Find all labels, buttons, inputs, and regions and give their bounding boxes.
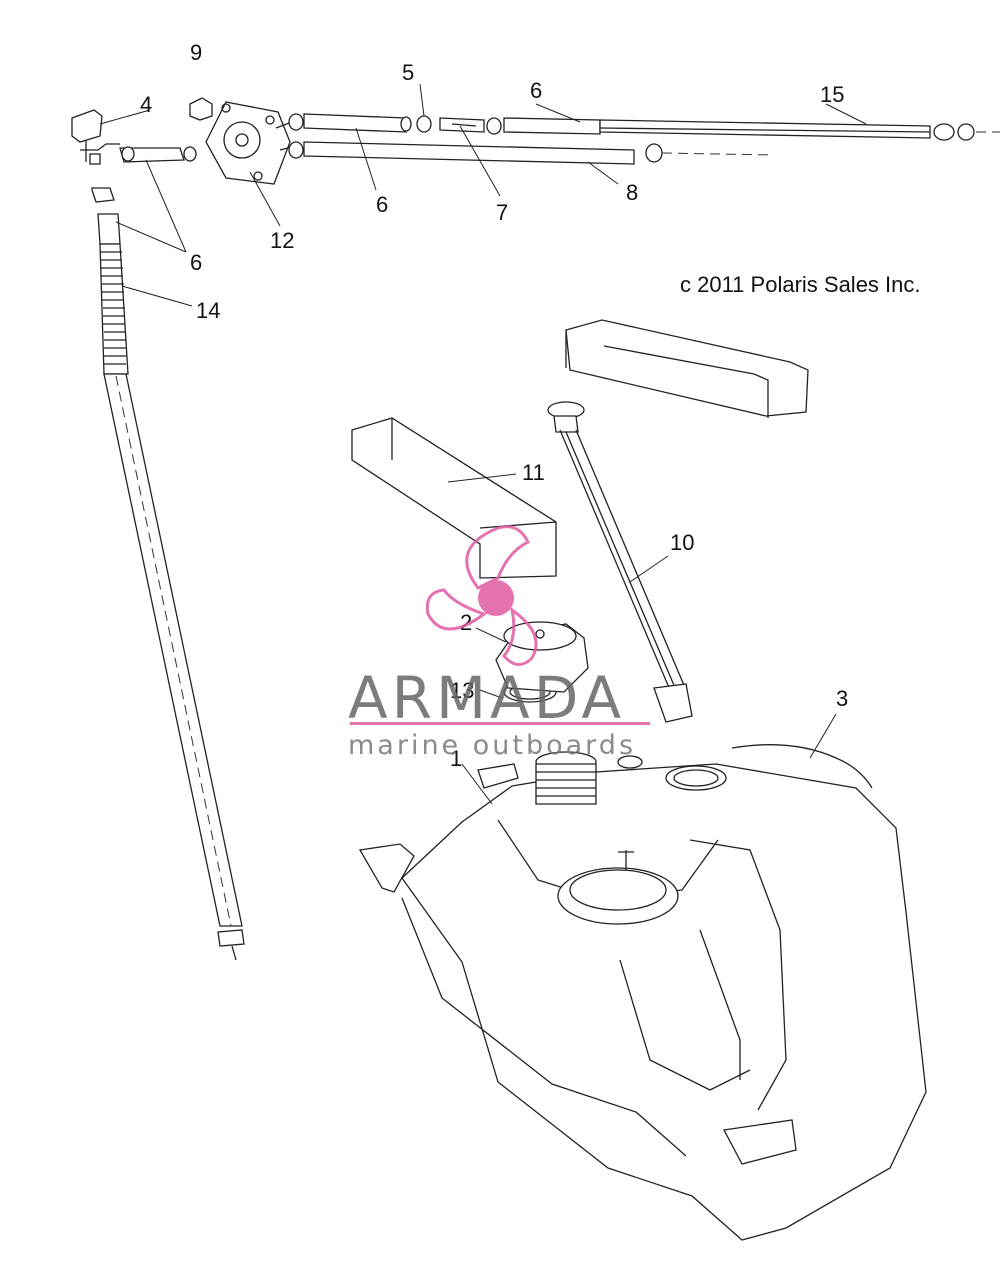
callout-4: 4: [140, 92, 152, 117]
armada-watermark: ARMADA marine outboards: [348, 525, 650, 761]
callout-6-mid: 6: [376, 192, 388, 217]
callout-15: 15: [820, 82, 844, 107]
callout-13: 13: [450, 678, 474, 703]
callout-9: 9: [190, 40, 202, 65]
fuel-tank: [358, 751, 927, 1241]
callout-8: 8: [626, 180, 638, 205]
leader-lines: [99, 83, 867, 805]
fuel-sender: [547, 401, 693, 723]
callout-12: 12: [270, 228, 294, 253]
callout-10: 10: [670, 530, 694, 555]
callout-5: 5: [402, 60, 414, 85]
watermark-brand: ARMADA: [348, 664, 625, 732]
callout-6-top: 6: [530, 78, 542, 103]
vent-hose: [97, 213, 245, 961]
callout-7: 7: [496, 200, 508, 225]
brace-rod: [731, 744, 873, 789]
propeller-logo-icon: [425, 525, 538, 666]
fuel-line-assembly: [71, 97, 1000, 203]
callout-11: 11: [522, 460, 545, 485]
watermark-tagline: marine outboards: [348, 730, 636, 761]
callout-1: 1: [450, 746, 462, 771]
copyright-notice: c 2011 Polaris Sales Inc.: [680, 272, 921, 297]
fuel-cap: [495, 621, 589, 703]
foam-pads: [351, 319, 809, 579]
callout-14: 14: [196, 298, 220, 323]
callout-3: 3: [836, 686, 848, 711]
callout-labels: 1 2 3 4 5 6 6 6 7 8 9 10 11 12 13 14 15: [140, 40, 848, 771]
callout-2: 2: [460, 610, 472, 635]
callout-6-left: 6: [190, 250, 202, 275]
